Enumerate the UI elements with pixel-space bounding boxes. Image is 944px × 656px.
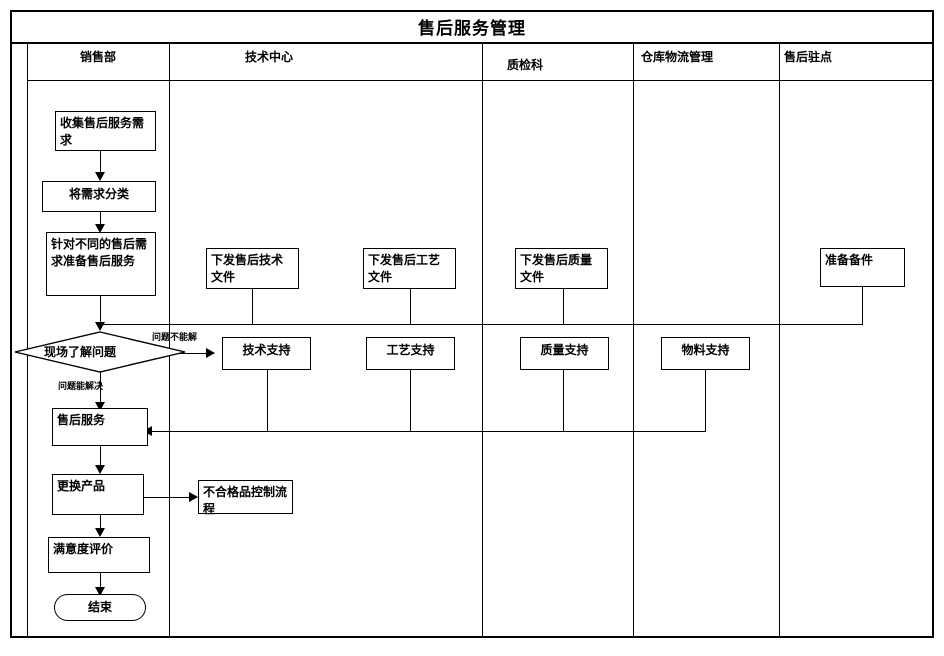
node-issue-quality-documents[interactable]: 下发售后质量文件: [515, 248, 608, 289]
lane-header-station: 售后驻点: [784, 50, 833, 64]
connector-n6-n7: [100, 515, 101, 531]
arrowhead-n5-n6: [95, 465, 105, 474]
connector-n5-n6: [100, 446, 101, 468]
node-end-terminator[interactable]: 结束: [54, 594, 146, 621]
arrowhead-n2-n3: [95, 224, 105, 233]
lane-divider-tech: [169, 44, 170, 638]
node-collect-requirements[interactable]: 收集售后服务需求: [55, 111, 156, 151]
node-process-support[interactable]: 工艺支持: [366, 337, 455, 370]
lane-header-qc: 质检科: [507, 58, 544, 72]
node-prepare-service[interactable]: 针对不同的售后需求准备售后服务: [46, 232, 156, 296]
connector-n7-n8: [100, 573, 101, 590]
diagram-title-bar: 售后服务管理: [10, 10, 934, 44]
arrowhead-n6-n7: [95, 528, 105, 537]
arrowhead-n3-decision: [95, 322, 105, 331]
connector-support-bus: [150, 431, 706, 432]
connector-n15-bus: [705, 370, 706, 432]
lane-header-tech: 技术中心: [244, 50, 293, 64]
arrowhead-decision-n10: [206, 348, 215, 358]
node-decision-label: 现场了解问题: [44, 345, 117, 359]
lane-divider-qc: [482, 44, 483, 638]
node-material-support[interactable]: 物料支持: [661, 337, 750, 370]
lane-divider-station: [779, 44, 780, 638]
connector-decision-n5: [100, 369, 101, 407]
connector-n12-bus: [410, 370, 411, 432]
arrowhead-n7-n8: [95, 587, 105, 596]
connector-n2-n3: [100, 211, 101, 227]
node-quality-support[interactable]: 质量支持: [520, 337, 609, 370]
connector-decision-n10: [170, 353, 214, 354]
node-after-sales-service[interactable]: 售后服务: [52, 408, 148, 446]
edge-label-not-solvable: 问题不能解: [152, 332, 198, 342]
node-nonconforming-control-process[interactable]: 不合格品控制流程: [198, 480, 293, 516]
node-issue-process-documents[interactable]: 下发售后工艺文件: [363, 248, 456, 289]
lane-header-sales: 销售部: [79, 50, 116, 64]
connector-document-bus: [100, 324, 862, 325]
connector-n9-bus: [252, 289, 253, 325]
connector-n1-n2: [100, 151, 101, 175]
connector-n13-bus: [563, 289, 564, 325]
lane-gutter-line: [27, 44, 28, 638]
node-technical-support[interactable]: 技术支持: [222, 337, 311, 370]
lane-header-rule: [27, 80, 934, 81]
arrowhead-n6-n17: [189, 492, 198, 502]
connector-n16-bus: [862, 287, 863, 325]
node-replace-product[interactable]: 更换产品: [52, 474, 144, 515]
edge-label-solvable: 问题能解决: [58, 381, 104, 391]
connector-n10-bus: [267, 370, 268, 432]
connector-n11-bus: [410, 289, 411, 325]
lane-divider-warehouse: [633, 44, 634, 638]
arrowhead-n1-n2: [95, 172, 105, 181]
node-decision-onsite-diagnosis[interactable]: [14, 331, 186, 373]
arrowhead-decision-n5: [95, 402, 105, 411]
connector-n6-n17: [143, 497, 197, 498]
node-prepare-spare-parts[interactable]: 准备备件: [820, 248, 905, 287]
diamond-shape-icon: [14, 331, 186, 373]
connector-n14-bus: [563, 370, 564, 432]
lane-header-warehouse: 仓库物流管理: [641, 50, 714, 64]
node-satisfaction-evaluation[interactable]: 满意度评价: [48, 537, 150, 573]
connector-n3-decision: [100, 296, 101, 328]
node-issue-tech-documents[interactable]: 下发售后技术文件: [206, 248, 299, 289]
node-classify-requirements[interactable]: 将需求分类: [42, 181, 156, 212]
page-title: 售后服务管理: [418, 18, 526, 38]
diagram-border: [10, 10, 934, 638]
